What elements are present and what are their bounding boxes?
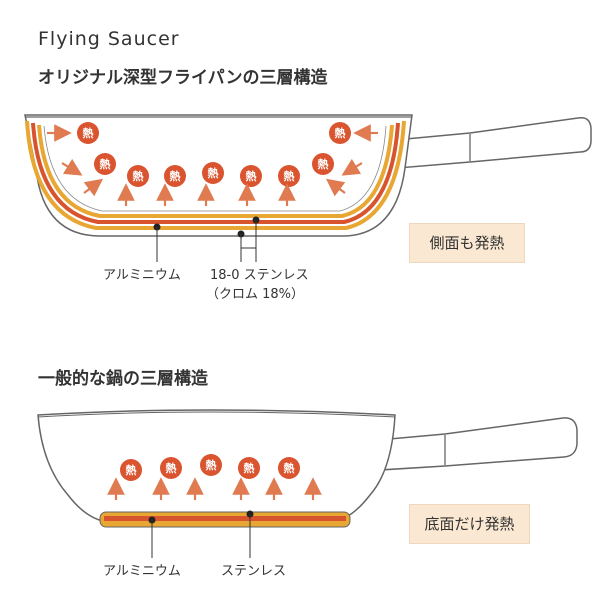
heat-icon: 熱 — [329, 122, 351, 144]
heat-icon: 熱 — [312, 153, 334, 175]
pan2-heat-arrows — [107, 477, 322, 500]
arrow-icon — [325, 178, 346, 197]
label-stainless-1: 18-0 ステンレス — [210, 268, 309, 283]
heat-icon: 熱 — [160, 457, 182, 479]
heat-icon: 熱 — [200, 454, 222, 476]
pan1-outer-layer — [25, 120, 406, 230]
svg-text:熱: 熱 — [244, 461, 255, 475]
svg-text:熱: 熱 — [208, 166, 219, 180]
heat-icon: 熱 — [240, 165, 262, 187]
pan2-handle — [377, 417, 578, 471]
pan1-heat-markers: 熱熱熱熱熱熱熱熱熱 — [77, 122, 351, 187]
svg-text:熱: 熱 — [170, 169, 181, 183]
svg-text:熱: 熱 — [83, 126, 94, 140]
label-aluminium-2: アルミニウム — [103, 564, 181, 579]
heat-icon: 熱 — [120, 459, 142, 481]
svg-text:熱: 熱 — [100, 157, 111, 171]
pan2-heat-markers: 熱熱熱熱熱 — [120, 454, 300, 481]
side-heating-badge: 側面も発熱 — [409, 223, 525, 263]
heat-icon: 熱 — [278, 165, 300, 187]
svg-text:熱: 熱 — [126, 463, 137, 477]
label-aluminium-1: アルミニウム — [103, 268, 181, 283]
label-stainless-2: ステンレス — [221, 564, 287, 579]
svg-text:熱: 熱 — [284, 461, 295, 475]
svg-text:熱: 熱 — [246, 169, 257, 183]
svg-text:熱: 熱 — [335, 126, 346, 140]
svg-text:熱: 熱 — [318, 157, 329, 171]
brand-title: Flying Saucer — [38, 28, 180, 50]
svg-text:熱: 熱 — [133, 169, 144, 183]
pan1-aluminium-layer — [31, 122, 400, 224]
label-chrome-1: （クロム 18%） — [206, 287, 305, 302]
pan1-inner-layer — [37, 124, 394, 218]
heat-icon: 熱 — [278, 457, 300, 479]
pan1-handle — [394, 116, 592, 169]
svg-text:熱: 熱 — [166, 461, 177, 475]
heat-icon: 熱 — [77, 122, 99, 144]
heat-icon: 熱 — [164, 165, 186, 187]
svg-text:熱: 熱 — [206, 458, 217, 472]
heat-icon: 熱 — [127, 165, 149, 187]
section1-title: オリジナル深型フライパンの三層構造 — [38, 68, 328, 88]
pan2-base-aluminium — [104, 516, 346, 521]
arrow-icon — [61, 158, 83, 176]
arrow-icon — [83, 178, 104, 197]
arrow-icon — [341, 158, 363, 176]
pan1-heat-arrows — [47, 124, 378, 206]
heat-icon: 熱 — [94, 153, 116, 175]
bottom-only-heating-badge: 底面だけ発熱 — [409, 504, 530, 544]
heat-icon: 熱 — [238, 457, 260, 479]
heat-icon: 熱 — [202, 162, 224, 184]
svg-text:熱: 熱 — [284, 169, 295, 183]
section2-title: 一般的な鍋の三層構造 — [38, 369, 208, 389]
